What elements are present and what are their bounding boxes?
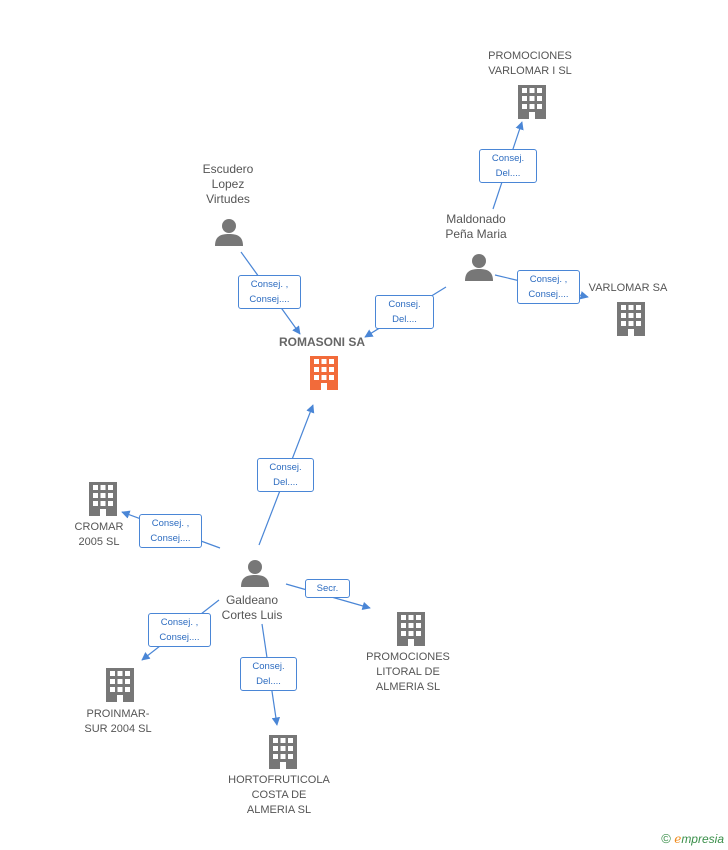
node-label-proinmar[interactable]: PROINMAR-SUR 2004 SL <box>84 708 152 735</box>
edge-label-escudero-romasoni[interactable]: Consej. ,Consej.... <box>238 275 301 309</box>
edge-label-galdeano-litoral[interactable]: Secr. <box>305 579 350 598</box>
edge-label-maldonado-varlomar[interactable]: Consej. ,Consej.... <box>517 270 580 304</box>
person-icon[interactable] <box>241 560 269 587</box>
building-icon[interactable] <box>269 735 297 769</box>
edge-label-galdeano-hortofruticola[interactable]: Consej.Del.... <box>240 657 297 691</box>
edge-label-maldonado-romasoni[interactable]: Consej.Del.... <box>375 295 434 329</box>
edge-label-maldonado-promociones[interactable]: Consej.Del.... <box>479 149 537 183</box>
edge-label-galdeano-cromar[interactable]: Consej. ,Consej.... <box>139 514 202 548</box>
logo-initial: e <box>674 832 682 846</box>
empresia-logo: © empresia <box>661 831 724 846</box>
node-label-varlomar[interactable]: VARLOMAR SA <box>588 282 668 294</box>
logo-text: mpresia <box>681 832 724 846</box>
building-icon[interactable] <box>106 668 134 702</box>
building-icon[interactable] <box>397 612 425 646</box>
building-icon[interactable] <box>518 85 546 119</box>
person-icon[interactable] <box>215 219 243 246</box>
edge-label-galdeano-proinmar[interactable]: Consej. ,Consej.... <box>148 613 211 647</box>
edge-label-galdeano-romasoni[interactable]: Consej.Del.... <box>257 458 314 492</box>
node-label-romasoni[interactable]: ROMASONI SA <box>278 335 366 349</box>
building-icon[interactable] <box>617 302 645 336</box>
person-icon[interactable] <box>465 254 493 281</box>
building-icon[interactable] <box>310 356 338 390</box>
building-icon[interactable] <box>89 482 117 516</box>
copyright-symbol: © <box>661 831 671 846</box>
